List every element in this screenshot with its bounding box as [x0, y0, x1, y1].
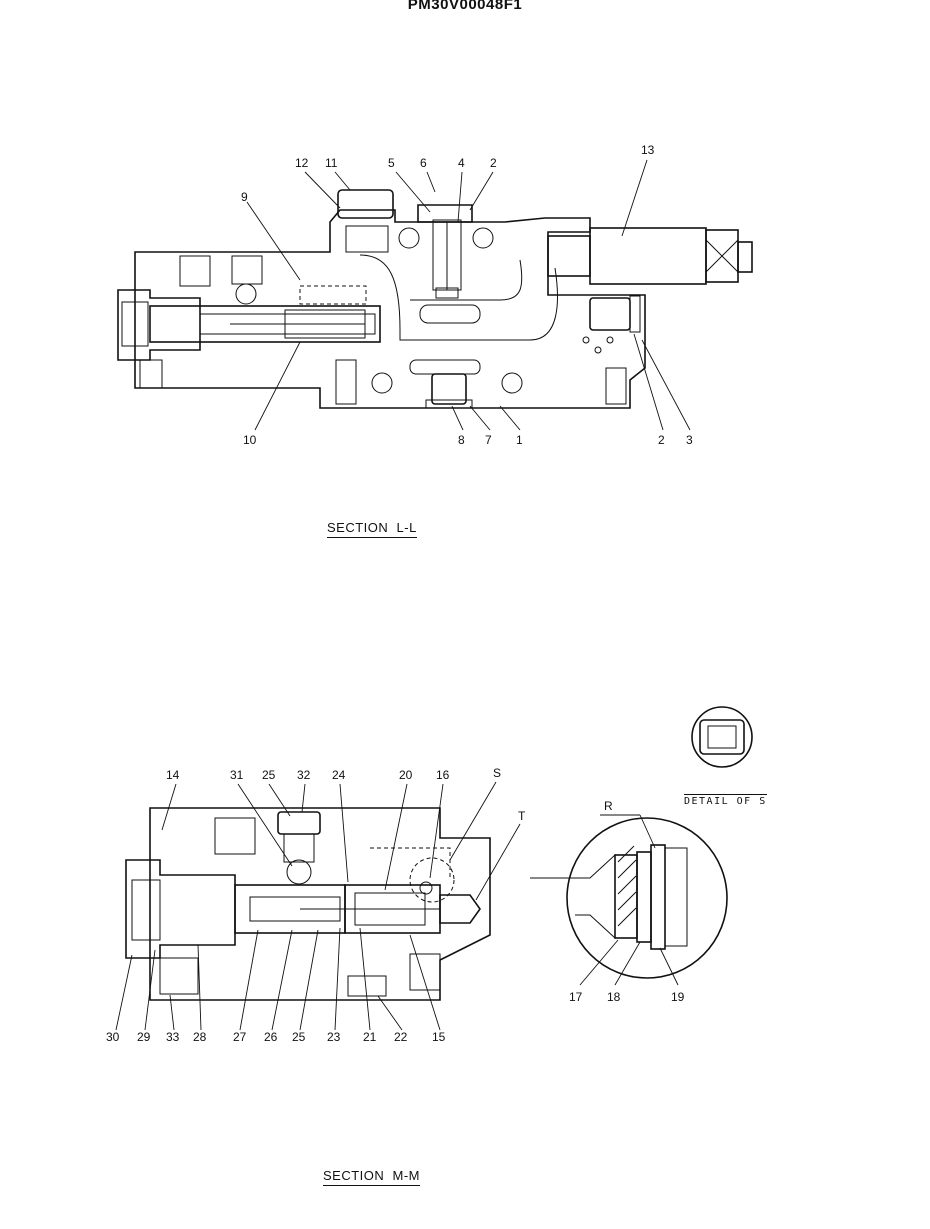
part-label: 13 — [641, 143, 655, 157]
section-ll-leaders — [246, 159, 691, 431]
part-label: 16 — [436, 768, 450, 782]
part-label: R — [604, 799, 613, 813]
part-label: 28 — [193, 1030, 207, 1044]
part-label: 4 — [458, 156, 465, 170]
section-ll-part-numbers: 12 11 5 6 4 2 13 9 10 8 7 1 2 3 — [241, 143, 693, 447]
detail-s-title: DETAIL OF S — [684, 794, 767, 807]
part-label: 1 — [516, 433, 523, 447]
part-label: 25 — [262, 768, 276, 782]
part-label: 18 — [607, 990, 621, 1004]
section-mm-leaders — [115, 781, 521, 1031]
part-label: 3 — [686, 433, 693, 447]
part-label: 7 — [485, 433, 492, 447]
part-label: 2 — [658, 433, 665, 447]
part-label: 26 — [264, 1030, 278, 1044]
part-label: 14 — [166, 768, 180, 782]
part-label: 20 — [399, 768, 413, 782]
part-label: 30 — [106, 1030, 120, 1044]
part-label: 27 — [233, 1030, 247, 1044]
part-label: S — [493, 766, 501, 780]
part-label: 15 — [432, 1030, 446, 1044]
part-label: 10 — [243, 433, 257, 447]
section-ll-body — [117, 189, 753, 409]
part-label: 25 — [292, 1030, 306, 1044]
part-label: 23 — [327, 1030, 341, 1044]
part-label: 29 — [137, 1030, 151, 1044]
part-label: 9 — [241, 190, 248, 204]
part-label: 31 — [230, 768, 244, 782]
part-label: 5 — [388, 156, 395, 170]
part-label: 24 — [332, 768, 346, 782]
part-label: 17 — [569, 990, 583, 1004]
section-ll-caption: SECTION L-L — [327, 520, 417, 538]
section-mm-part-numbers: 14 31 25 32 24 20 16 S T 30 29 33 28 27 … — [106, 766, 526, 1044]
section-mm-caption: SECTION M-M — [323, 1168, 420, 1186]
part-label: 8 — [458, 433, 465, 447]
part-label: 12 — [295, 156, 309, 170]
detail-s-drawing — [530, 706, 753, 979]
part-label: 32 — [297, 768, 311, 782]
part-label: 2 — [490, 156, 497, 170]
part-label: 22 — [394, 1030, 408, 1044]
detail-s-leaders — [579, 814, 679, 986]
part-label: T — [518, 809, 526, 823]
part-label: 6 — [420, 156, 427, 170]
part-label: 19 — [671, 990, 685, 1004]
detail-s-part-numbers: R 17 18 19 — [569, 799, 685, 1004]
document-code: PM30V00048F1 — [407, 0, 523, 13]
part-label: 11 — [325, 156, 338, 170]
part-label: 21 — [363, 1030, 377, 1044]
part-label: 33 — [166, 1030, 180, 1044]
